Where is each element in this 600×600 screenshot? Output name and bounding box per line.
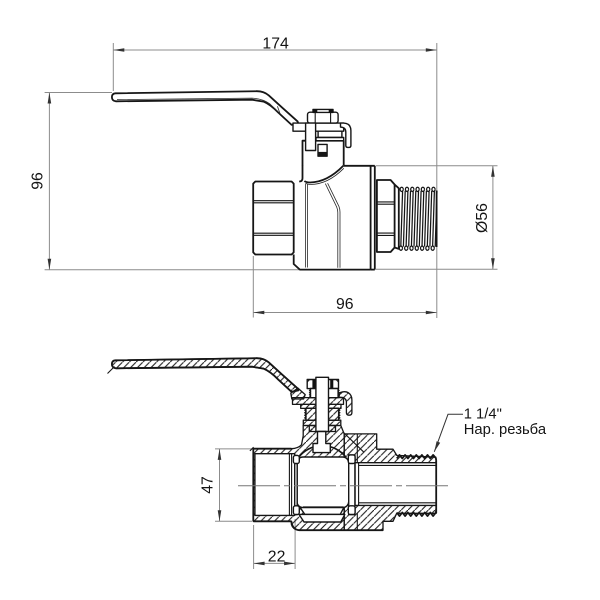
svg-text:Нар. резьба: Нар. резьба bbox=[464, 422, 547, 438]
svg-text:Ø56: Ø56 bbox=[474, 203, 491, 233]
svg-text:174: 174 bbox=[262, 35, 289, 52]
svg-text:1 1/4": 1 1/4" bbox=[464, 407, 502, 423]
svg-text:96: 96 bbox=[336, 296, 354, 313]
svg-text:22: 22 bbox=[268, 548, 286, 565]
svg-text:47: 47 bbox=[200, 476, 217, 494]
svg-text:96: 96 bbox=[30, 172, 47, 190]
